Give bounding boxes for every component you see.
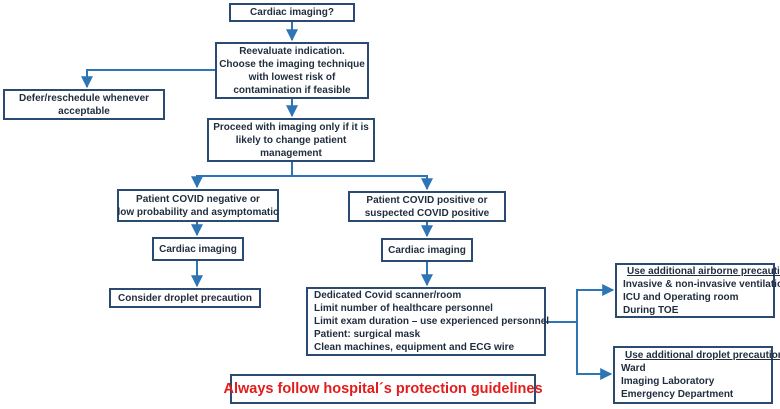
node-line: management: [260, 147, 322, 159]
node-line: Consider droplet precaution: [118, 292, 252, 304]
node-line: Cardiac imaging: [388, 244, 466, 256]
node-line: Imaging Laboratory: [621, 376, 715, 387]
node-line: Patient COVID positive or: [366, 194, 488, 206]
arrow-branch-to-airborne: [576, 284, 615, 322]
node-line: Cardiac imaging: [159, 243, 237, 255]
node-line: Dedicated Covid scanner/room: [314, 290, 462, 301]
node-line: Proceed with imaging only if it is: [213, 121, 369, 133]
node-protection-measures: Dedicated Covid scanner/room Limit numbe…: [306, 287, 550, 356]
node-consider-droplet-precaution: Consider droplet precaution: [109, 288, 261, 308]
node-line: Cardiac imaging?: [250, 7, 334, 18]
node-reevaluate-indication: Reevaluate indication. Choose the imagin…: [215, 42, 369, 99]
node-line: During TOE: [623, 304, 679, 316]
node-line: Choose the imaging technique: [219, 58, 365, 70]
node-cardiac-imaging-positive: Cardiac imaging: [381, 238, 473, 262]
node-line: acceptable: [58, 105, 110, 117]
node-heading: Use additional droplet precautions:: [625, 350, 780, 361]
node-defer-reschedule: Defer/reschedule whenever acceptable: [3, 89, 165, 120]
node-line: low probability and asymptomatic: [117, 206, 279, 218]
node-cardiac-imaging-question: Cardiac imaging?: [229, 3, 355, 22]
arrow-proceed-to-negative: [191, 162, 293, 189]
node-line: suspected COVID positive: [364, 207, 490, 219]
node-line: contamination if feasible: [233, 84, 351, 96]
node-heading: Use additional airborne precautions:: [627, 265, 780, 277]
node-line: Invasive & non-invasive ventilation: [623, 278, 780, 290]
node-line: Defer/reschedule whenever: [18, 92, 150, 104]
node-droplet-precautions: Use additional droplet precautions: Ward…: [613, 346, 780, 404]
node-line: ICU and Operating room: [623, 291, 739, 303]
node-covid-negative: Patient COVID negative or low probabilit…: [117, 189, 279, 222]
protection-guidelines-warning: Always follow hospital´s protection guid…: [223, 374, 543, 404]
node-line: Emergency Department: [621, 389, 734, 400]
node-line: Patient COVID negative or: [136, 193, 260, 205]
node-line: Clean machines, equipment and ECG wire: [314, 342, 515, 353]
node-covid-positive: Patient COVID positive or suspected COVI…: [348, 191, 506, 222]
node-line: Limit exam duration – use experienced pe…: [314, 316, 550, 327]
node-line: likely to change patient: [235, 134, 347, 146]
warning-text: Always follow hospital´s protection guid…: [223, 381, 543, 397]
node-line: Reevaluate indication.: [239, 45, 345, 57]
node-line: with lowest risk of: [248, 71, 336, 83]
arrow-proceed-to-positive: [292, 175, 433, 191]
arrow-branch-to-droplet-extra: [576, 322, 613, 380]
node-airborne-precautions: Use additional airborne precautions: Inv…: [615, 263, 780, 318]
node-cardiac-imaging-negative: Cardiac imaging: [152, 237, 244, 261]
node-proceed-with-imaging: Proceed with imaging only if it is likel…: [207, 118, 375, 162]
node-line: Ward: [621, 363, 646, 374]
node-line: Limit number of healthcare personnel: [314, 303, 493, 314]
node-line: Patient: surgical mask: [314, 329, 421, 340]
arrow-reevaluate-to-defer: [81, 69, 215, 89]
